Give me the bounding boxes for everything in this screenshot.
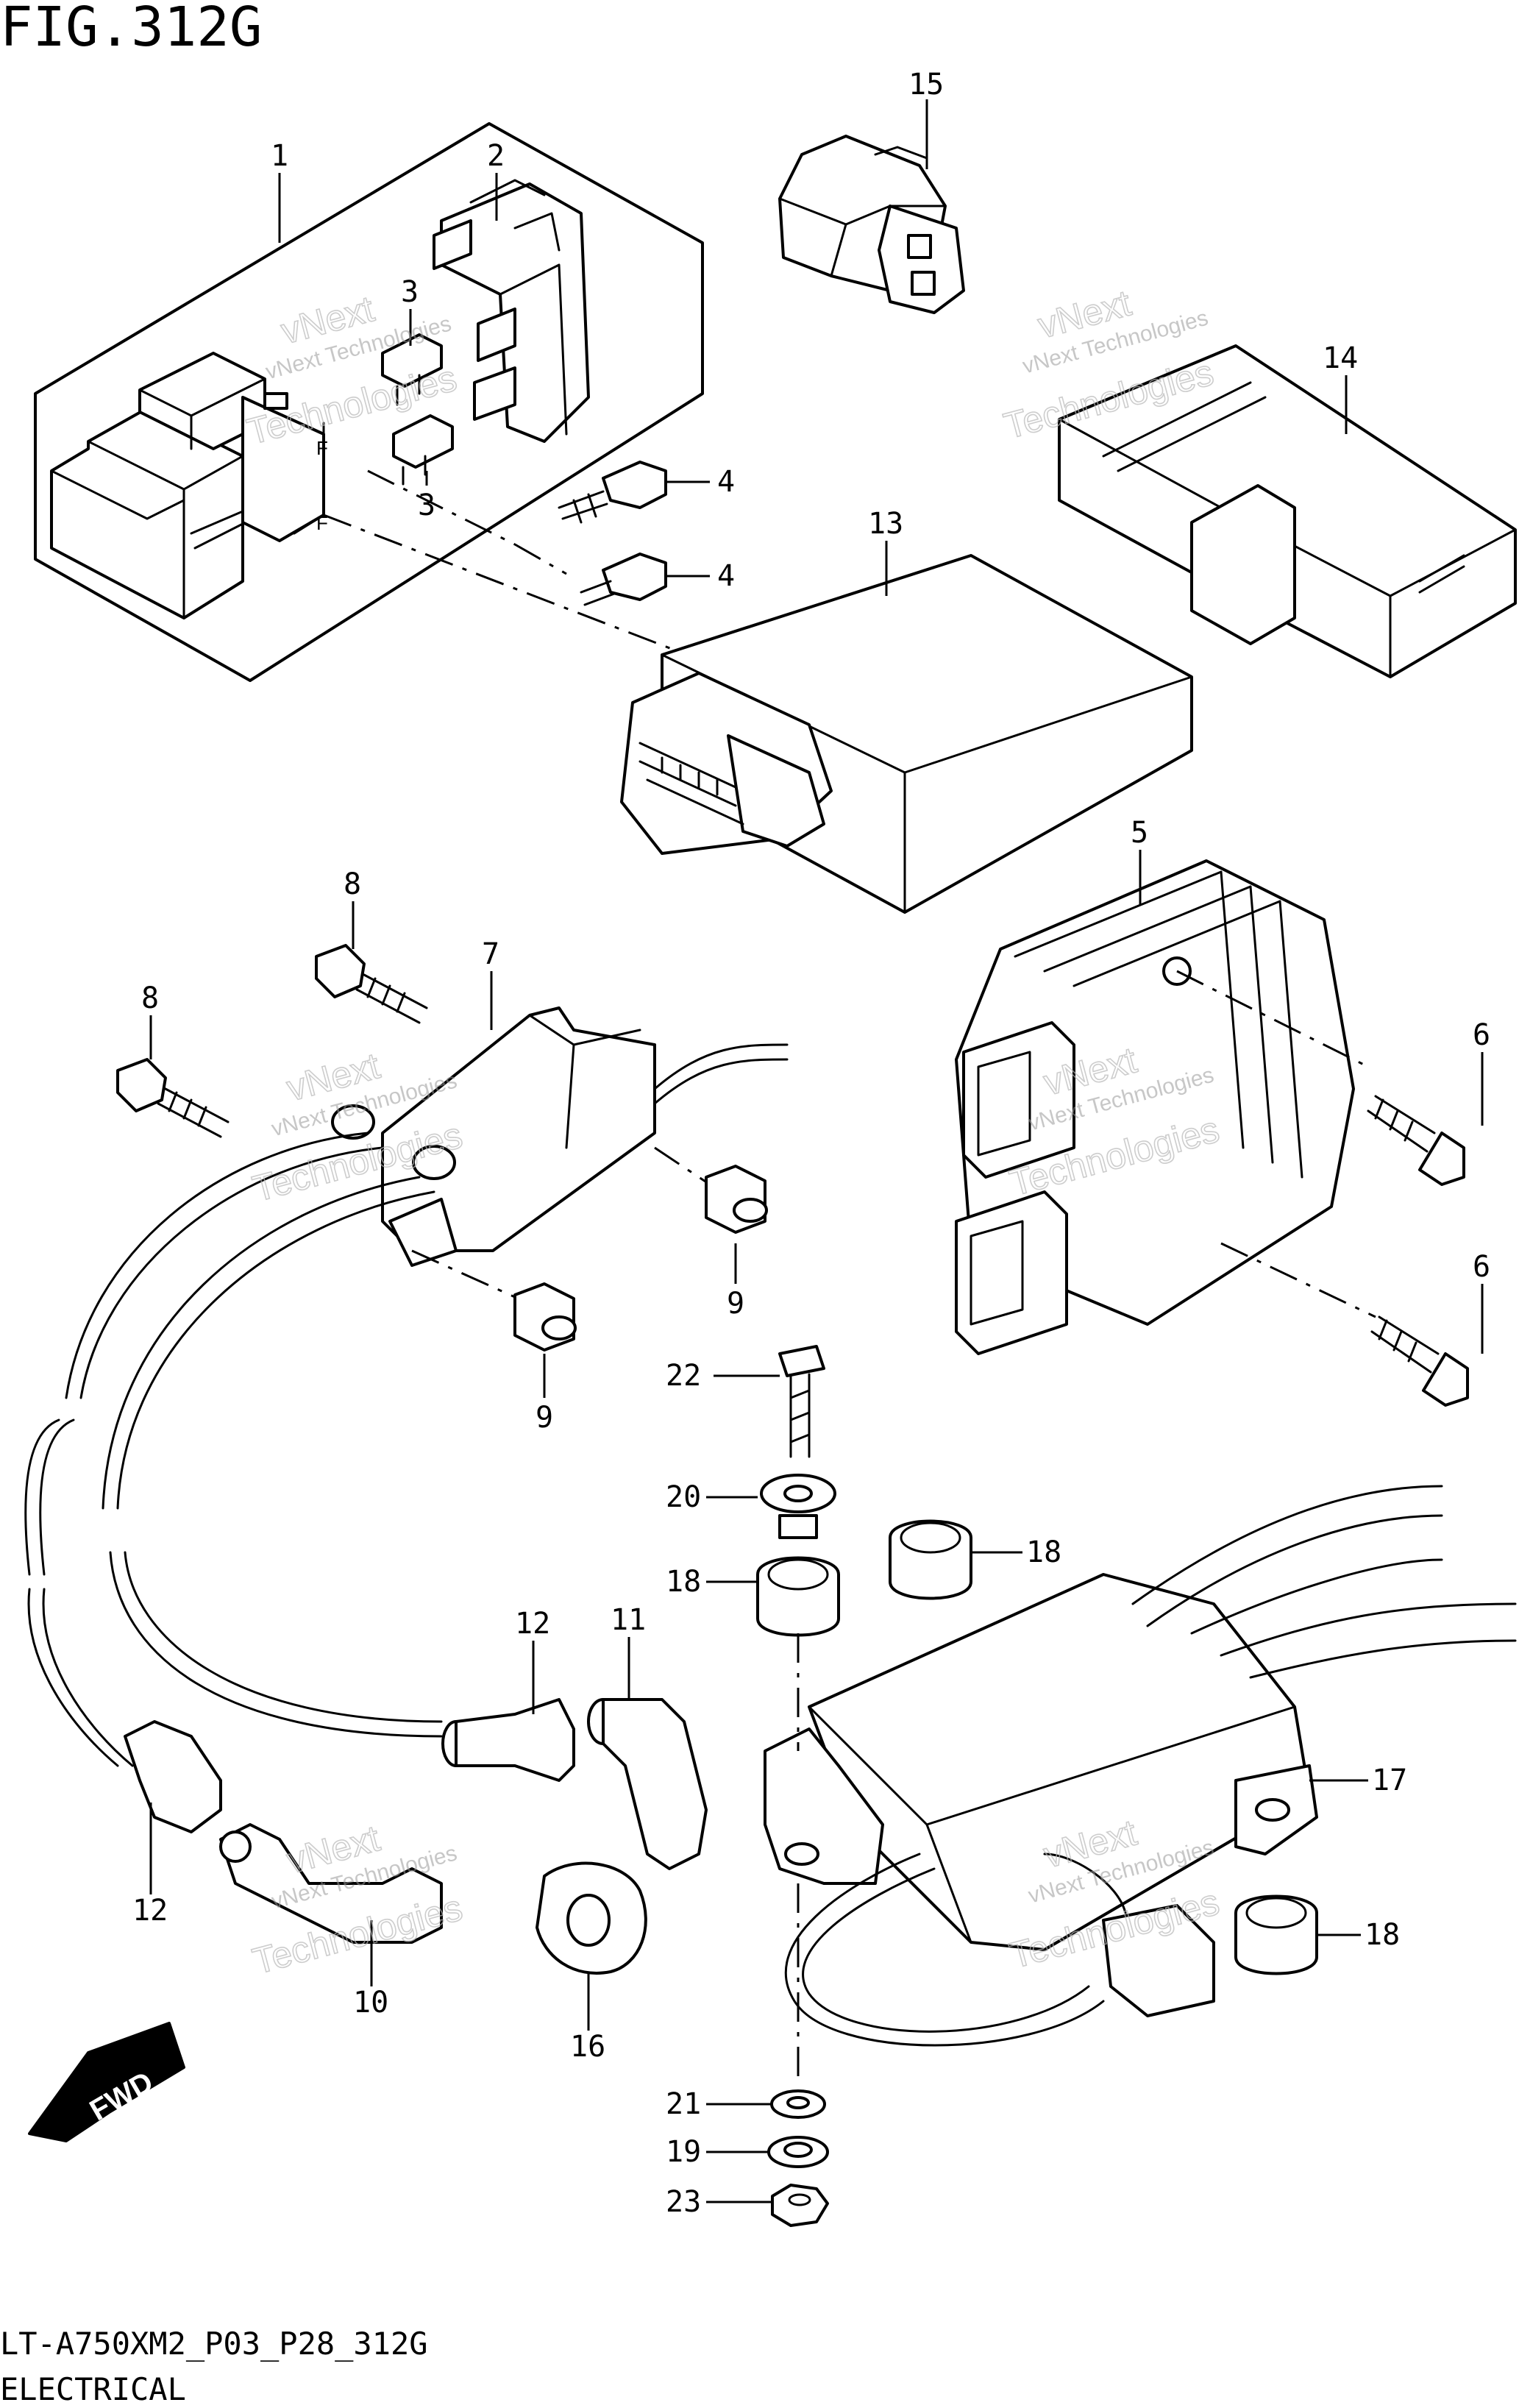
section-name: ELECTRICAL — [0, 2371, 186, 2407]
plug-cap-12-left — [124, 1720, 222, 1833]
relay-cover — [433, 179, 590, 443]
starter-relay: F F — [50, 352, 328, 619]
ecm-unit — [620, 554, 1193, 914]
collar-lower-9 — [513, 1282, 577, 1352]
callout-numbers: 1 2 3 3 4 4 15 14 13 5 6 6 8 7 8 9 9 22 … — [132, 68, 1490, 2219]
callout-17: 17 — [1372, 1764, 1407, 1797]
bolt-lower-6 — [1370, 1315, 1469, 1407]
callout-18-c: 18 — [1365, 1918, 1400, 1952]
callout-4-upper: 4 — [717, 465, 735, 499]
plug-cap-11 — [587, 1698, 708, 1870]
cushion-18-a — [756, 1556, 840, 1637]
nut-23 — [771, 2184, 829, 2227]
callout-3-lower: 3 — [418, 489, 435, 522]
callout-23: 23 — [666, 2185, 701, 2219]
callout-3-upper: 3 — [401, 275, 419, 309]
callout-9-upper: 9 — [727, 1287, 744, 1321]
grommet — [536, 1861, 647, 1975]
callout-9-lower: 9 — [536, 1401, 553, 1435]
callout-8-lower: 8 — [141, 981, 159, 1015]
bolt-lower-4 — [580, 553, 667, 606]
callout-18-a: 18 — [666, 1565, 701, 1599]
callout-6-upper: 6 — [1473, 1018, 1490, 1052]
callout-12-right: 12 — [515, 1607, 550, 1641]
callout-4-lower: 4 — [717, 559, 735, 593]
callout-21: 21 — [666, 2087, 701, 2121]
callout-11: 11 — [611, 1603, 646, 1637]
bolt-upper-6 — [1367, 1095, 1465, 1186]
callout-16: 16 — [570, 2030, 605, 2064]
plug-cap-12-right — [441, 1698, 575, 1782]
cushion-18-c — [1234, 1894, 1318, 1975]
callout-13: 13 — [868, 507, 903, 541]
callout-15: 15 — [908, 68, 944, 102]
washer-20 — [760, 1474, 836, 1539]
control-unit-17 — [764, 1485, 1517, 2047]
model-code: LT-A750XM2_P03_P28_312G — [0, 2326, 428, 2362]
figure-title: FIG.312G — [0, 0, 262, 59]
plug-cap-10 — [219, 1823, 443, 1944]
callout-22: 22 — [666, 1359, 701, 1393]
bolt-lower-8 — [116, 1058, 230, 1138]
callout-7: 7 — [482, 937, 499, 971]
callout-leaders — [149, 99, 1484, 2203]
callout-18-b: 18 — [1026, 1535, 1061, 1569]
callout-6-lower: 6 — [1473, 1250, 1490, 1284]
callout-5: 5 — [1131, 816, 1148, 850]
relay-kit-group: F F — [34, 122, 707, 682]
bolt-upper-4 — [558, 461, 667, 524]
callout-10: 10 — [353, 1986, 388, 2020]
collar-upper-9 — [705, 1165, 768, 1234]
svg-text:F: F — [316, 437, 328, 459]
bolt-22 — [778, 1345, 825, 1458]
callout-19: 19 — [666, 2135, 701, 2169]
fuse-lower — [392, 414, 454, 486]
fwd-direction-badge: FWD — [28, 2022, 185, 2142]
callout-8-upper: 8 — [344, 867, 361, 901]
ignition-coil — [331, 1006, 789, 1318]
washer-21 — [770, 2089, 826, 2119]
high-tension-leads — [24, 1132, 443, 1767]
callout-20: 20 — [666, 1480, 701, 1514]
callout-12-left: 12 — [132, 1894, 168, 1928]
callout-14: 14 — [1323, 341, 1358, 375]
ecm-cover — [1058, 344, 1517, 678]
washer-19 — [767, 2136, 829, 2168]
cushion-18-b — [889, 1519, 972, 1600]
coupler-connector — [778, 135, 965, 314]
regulator-rectifier — [955, 859, 1376, 1355]
bolt-upper-8 — [315, 944, 428, 1024]
svg-text:F: F — [316, 512, 328, 534]
callout-1: 1 — [271, 139, 288, 173]
callout-2: 2 — [487, 139, 505, 173]
fuse-upper — [381, 333, 443, 406]
